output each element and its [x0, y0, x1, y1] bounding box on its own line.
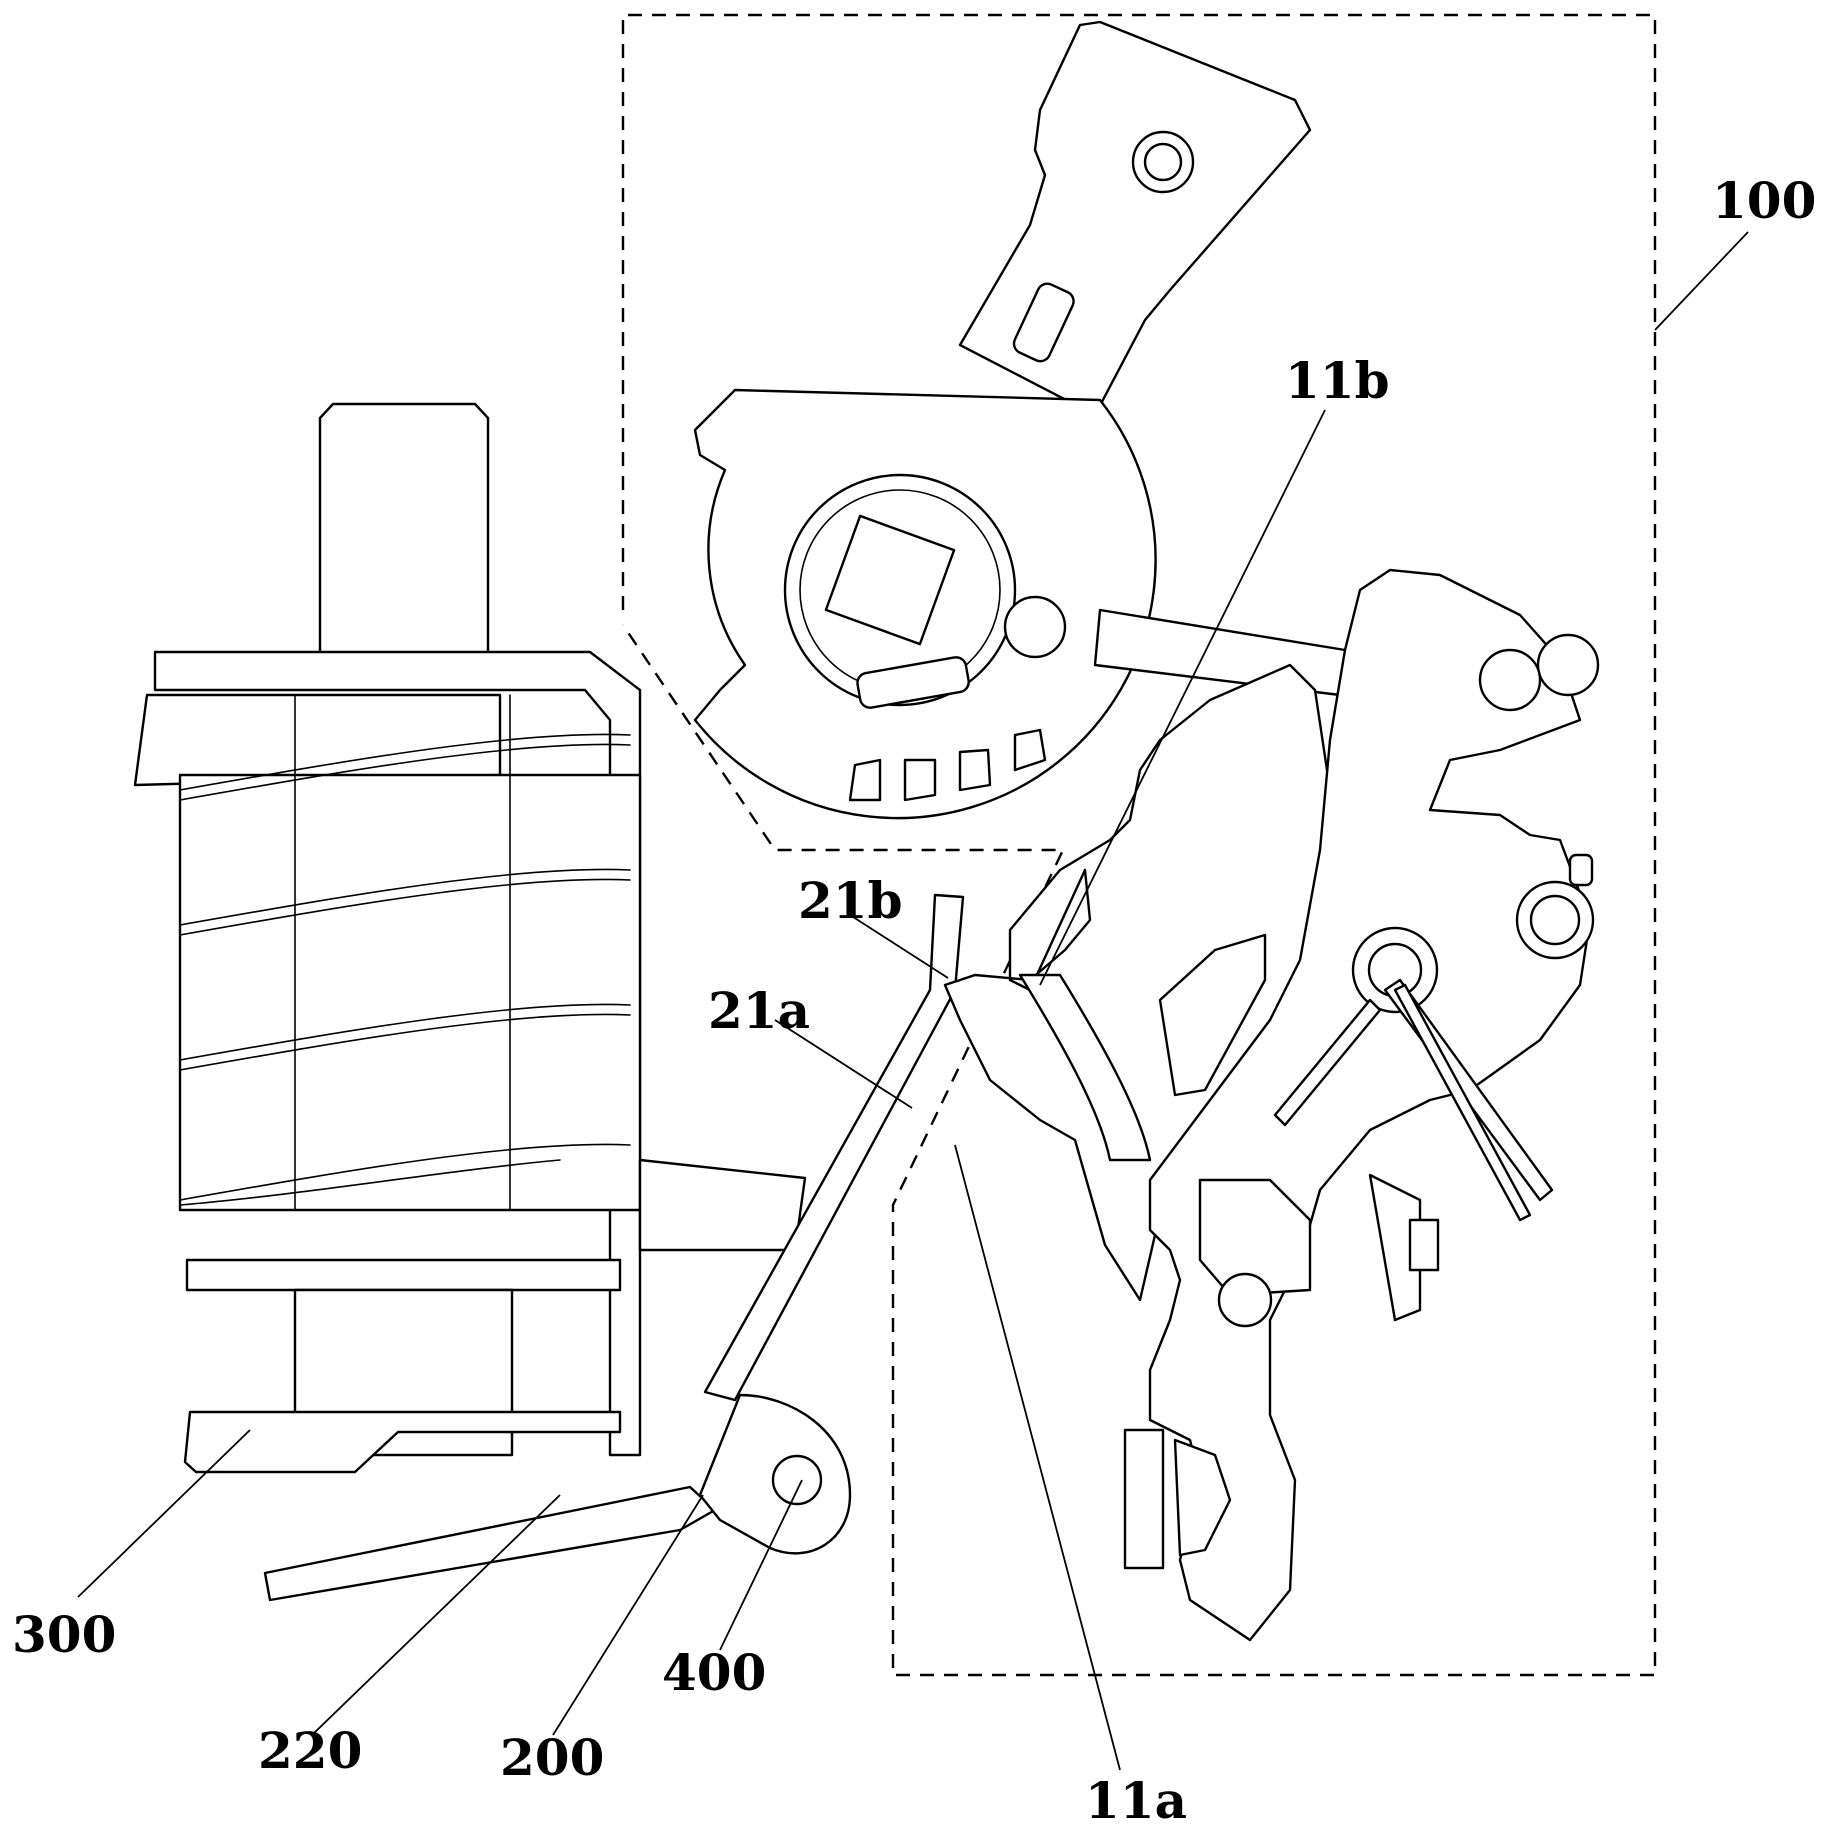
leader-lines	[77, 231, 1749, 1771]
label-21b: 21b	[798, 871, 903, 930]
solenoid-assembly	[133, 402, 807, 1474]
label-11a: 11a	[1085, 1771, 1187, 1830]
label-300: 300	[12, 1605, 116, 1664]
side-plate	[1123, 568, 1600, 1642]
lever	[263, 893, 965, 1602]
assembly-boundary	[621, 13, 1657, 1677]
label-100: 100	[1712, 171, 1816, 230]
cam-gear-assembly	[693, 20, 1312, 820]
label-21a: 21a	[708, 981, 810, 1040]
label-400: 400	[662, 1643, 766, 1702]
label-220: 220	[258, 1721, 362, 1780]
label-11b: 11b	[1285, 351, 1390, 410]
label-200: 200	[500, 1728, 604, 1787]
